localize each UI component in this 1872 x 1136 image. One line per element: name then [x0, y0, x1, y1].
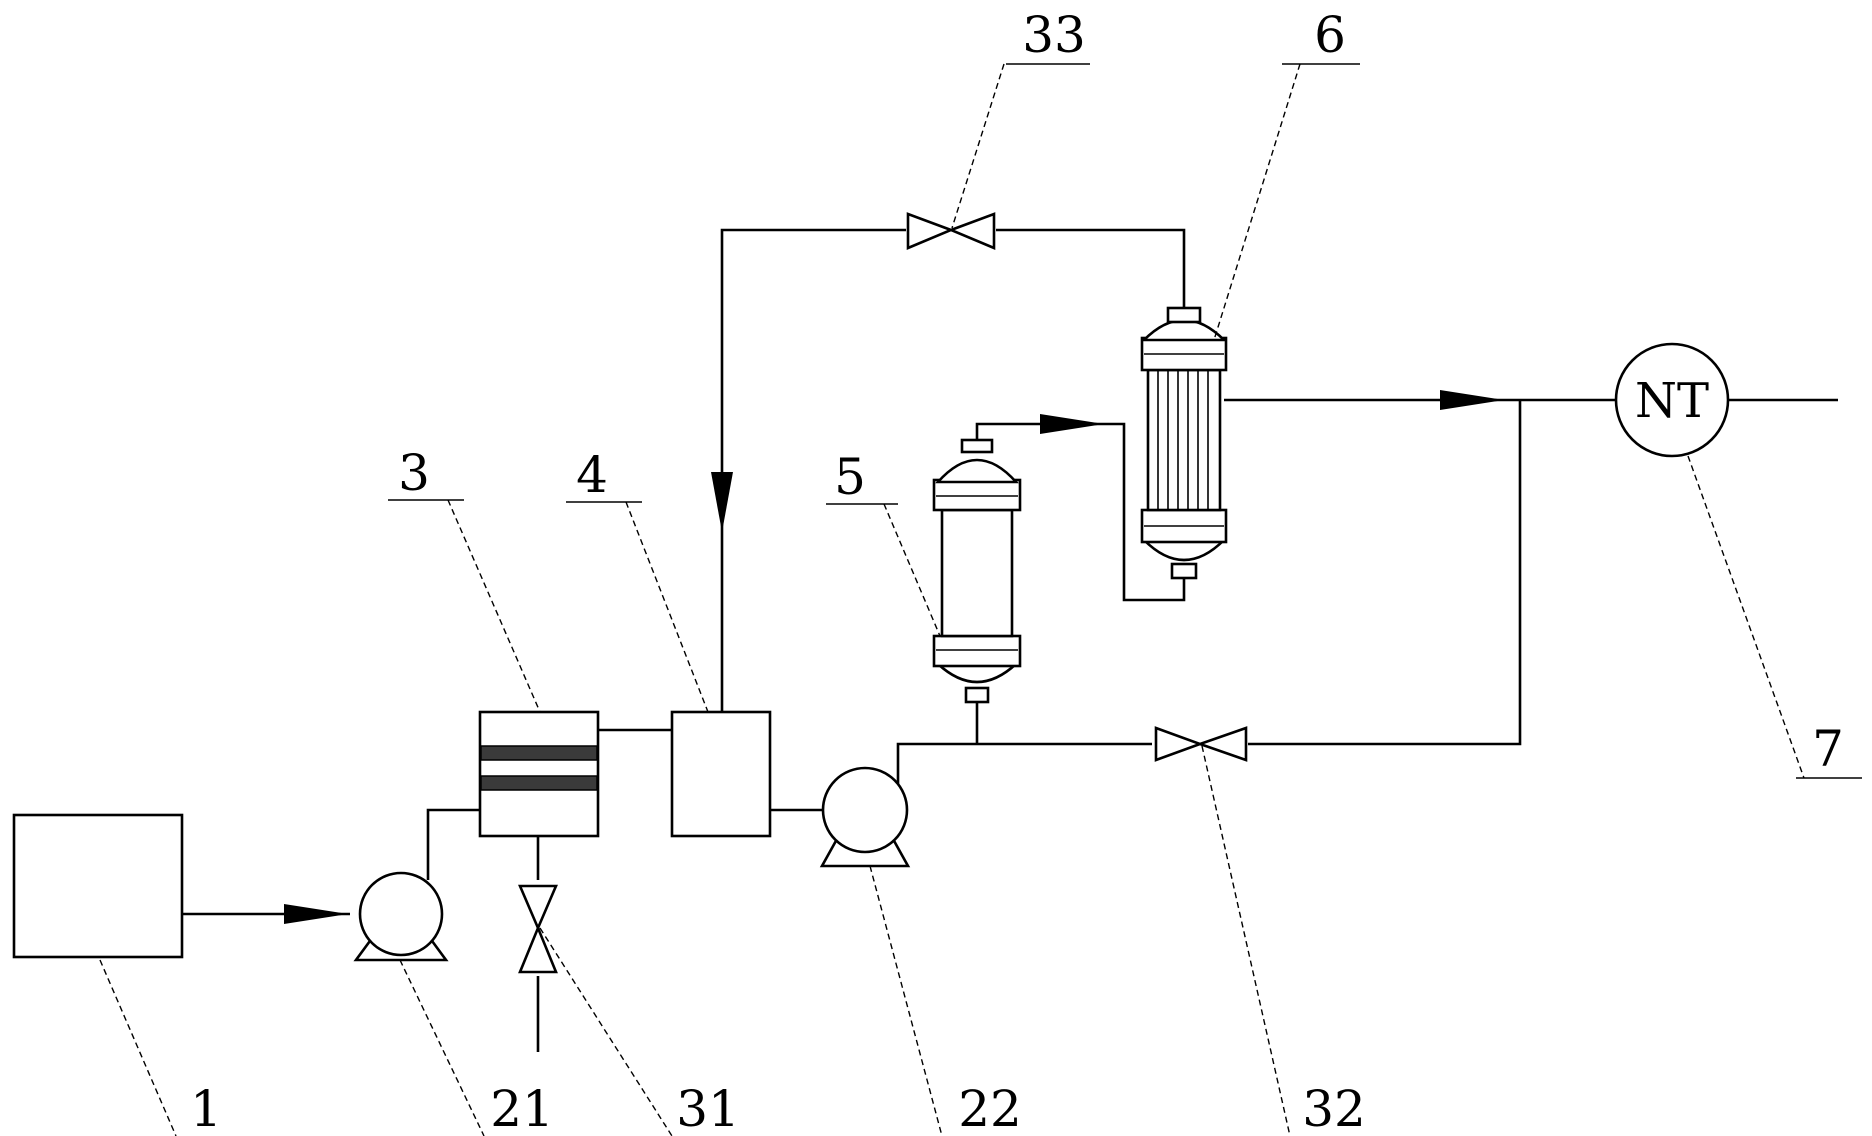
label-4: 4	[576, 446, 608, 504]
membrane-module-6	[1140, 306, 1228, 580]
pump-21	[353, 871, 449, 962]
label-32: 32	[1302, 1080, 1366, 1136]
buffer-tank-4	[670, 710, 772, 838]
label-7: 7	[1812, 720, 1844, 778]
arrow-right-icon	[1040, 414, 1104, 434]
pipelines	[182, 228, 1838, 1052]
flow-arrows	[284, 390, 1504, 924]
arrow-right-icon	[284, 904, 348, 924]
valve-31	[518, 884, 558, 974]
label-33: 33	[1022, 6, 1086, 64]
valve-32	[1154, 726, 1248, 762]
label-21: 21	[490, 1080, 554, 1136]
feed-tank	[12, 813, 184, 959]
label-3: 3	[398, 444, 430, 502]
pump-22	[819, 766, 911, 868]
component-labels: 1 21 31 3 4 22 5 32 33 6 7	[190, 6, 1844, 1136]
arrow-down-icon	[711, 472, 733, 532]
nt-meter-7: NT	[1614, 342, 1730, 458]
cartridge-filter-5	[932, 438, 1022, 704]
meter-label: NT	[1635, 373, 1709, 429]
label-5: 5	[834, 448, 866, 506]
arrow-right-icon	[1440, 390, 1504, 410]
label-1: 1	[190, 1080, 222, 1136]
label-22: 22	[958, 1080, 1022, 1136]
filter-unit-3	[478, 710, 600, 838]
leader-lines	[99, 63, 1862, 1136]
valve-33	[906, 212, 996, 250]
label-31: 31	[676, 1080, 740, 1136]
label-6: 6	[1314, 6, 1346, 64]
